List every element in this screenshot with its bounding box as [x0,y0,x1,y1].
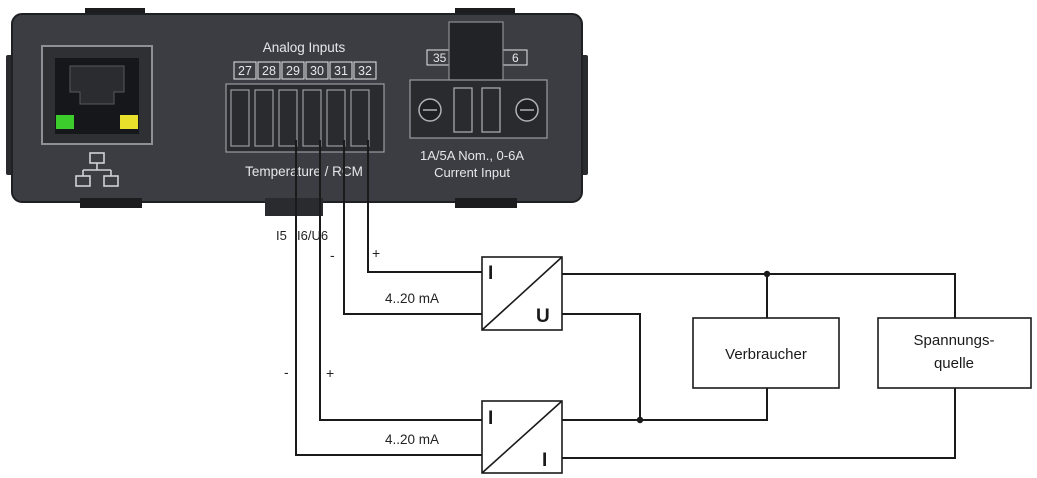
polarity-upper-plus: + [372,245,380,261]
channel-label-i6-u6: I6/U6 [297,228,328,243]
signal-label-lower: 4..20 mA [385,432,439,447]
polarity-lower-minus: - [284,364,289,380]
junction-dot-top [763,270,771,278]
terminal-32-label: 32 [358,64,372,78]
converter-lower-output-label: I [542,450,547,471]
wire-upper-minus [343,140,482,315]
wires [295,140,956,459]
converter-upper: I U [481,256,563,331]
junction-dot-lower [636,416,644,424]
wire-lower-output-bottom [562,388,956,459]
converter-upper-input-label: I [488,263,493,284]
signal-label-upper: 4..20 mA [385,291,439,306]
verbraucher-label: Verbraucher [725,346,807,363]
wire-lower-minus [295,140,482,456]
terminal-28-label: 28 [262,64,276,78]
terminal-31-label: 31 [334,64,348,78]
polarity-lower-plus: + [326,365,334,381]
channel-label-i5: I5 [276,228,287,243]
current-input-rating: 1A/5A Nom., 0-6A [420,148,524,163]
ethernet-port[interactable] [41,45,153,145]
spannungsquelle-box: Spannungs- quelle [877,317,1032,389]
wire-upper-plus [367,140,482,273]
wire-top-rail [562,273,956,318]
wire-u-output [562,313,641,420]
converter-lower-input-label: I [488,408,493,429]
current-terminal-left-label: 35 [433,51,447,65]
wire-lower-plus [319,140,482,421]
terminal-27-label: 27 [238,64,252,78]
current-input-label: Current Input [434,165,510,180]
temperature-rcm-label: Temperature / RCM [245,164,363,179]
analog-inputs-title: Analog Inputs [263,40,346,55]
activity-led [120,115,138,129]
polarity-upper-minus: - [330,247,335,263]
current-terminal-right-label: 6 [512,51,519,65]
terminal-29-label: 29 [286,64,300,78]
network-icon [75,152,119,187]
analog-terminal-numbers: 27 28 29 30 31 32 [233,61,377,80]
terminal-30-label: 30 [310,64,324,78]
converter-upper-output-label: U [536,306,550,327]
spannungsquelle-label-line2: quelle [934,355,974,372]
analog-terminal-block[interactable] [225,83,385,153]
current-input-connector[interactable]: 35 6 [409,21,548,139]
verbraucher-box: Verbraucher [692,317,840,389]
link-led [56,115,74,129]
converter-lower: I I [481,400,563,474]
wire-lower-output-top [562,388,768,421]
spannungsquelle-label-line1: Spannungs- [914,332,995,349]
